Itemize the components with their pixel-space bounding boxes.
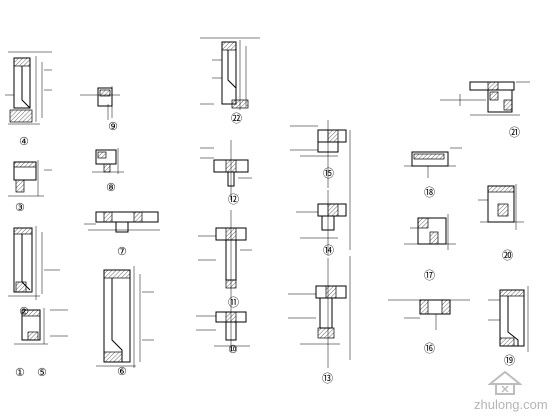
watermark-text: zhulong.com — [474, 397, 548, 412]
detail-19-drawing — [488, 286, 529, 352]
detail-label-22: ㉒ — [231, 112, 242, 125]
detail-2-drawing — [8, 226, 60, 300]
detail-12-drawing — [200, 140, 252, 200]
detail-9-drawing — [80, 86, 120, 120]
detail-4-drawing — [5, 51, 52, 125]
detail-10-drawing — [196, 300, 250, 352]
detail-7-drawing — [84, 211, 160, 233]
detail-label-16: ⑯ — [424, 342, 435, 355]
detail-label-10: ⑩ — [228, 343, 238, 356]
detail-label-18: ⑱ — [424, 186, 435, 199]
detail-label-13: ⑬ — [322, 372, 333, 385]
detail-label-2: ② — [19, 305, 29, 318]
detail-1-5-drawing — [14, 308, 68, 345]
detail-22-drawing — [200, 37, 260, 110]
detail-label-17: ⑰ — [424, 269, 435, 282]
detail-16-drawing — [388, 299, 470, 330]
detail-14-drawing — [296, 180, 351, 255]
house-logo-icon — [488, 370, 522, 395]
detail-label-19: ⑲ — [504, 354, 515, 367]
detail-label-21: ㉑ — [509, 126, 520, 139]
detail-label-3: ③ — [15, 201, 25, 214]
detail-label-12: ⑫ — [228, 193, 239, 206]
detail-15-drawing — [290, 120, 351, 188]
watermark: zhulong.com — [470, 370, 558, 416]
detail-label-9: ⑨ — [108, 120, 118, 133]
detail-label-4: ④ — [19, 135, 29, 148]
detail-20-drawing — [478, 184, 524, 230]
detail-13-drawing — [288, 256, 351, 368]
detail-18-drawing — [404, 147, 462, 178]
detail-label-8: ⑧ — [106, 181, 116, 194]
detail-11-drawing — [198, 210, 252, 300]
detail-8-drawing — [92, 148, 124, 174]
detail-label-7: ⑦ — [117, 245, 127, 258]
detail-label-5: ⑤ — [37, 366, 47, 379]
detail-6-drawing — [96, 266, 154, 368]
detail-label-1: ① — [15, 366, 25, 379]
detail-label-15: ⑮ — [323, 167, 334, 180]
detail-label-14: ⑭ — [323, 244, 334, 257]
detail-label-20: ⑳ — [502, 249, 513, 262]
detail-label-6: ⑥ — [117, 365, 127, 378]
detail-3-drawing — [8, 160, 52, 197]
detail-17-drawing — [404, 214, 456, 250]
detail-label-11: ⑪ — [228, 296, 239, 309]
detail-21-drawing — [440, 81, 530, 116]
